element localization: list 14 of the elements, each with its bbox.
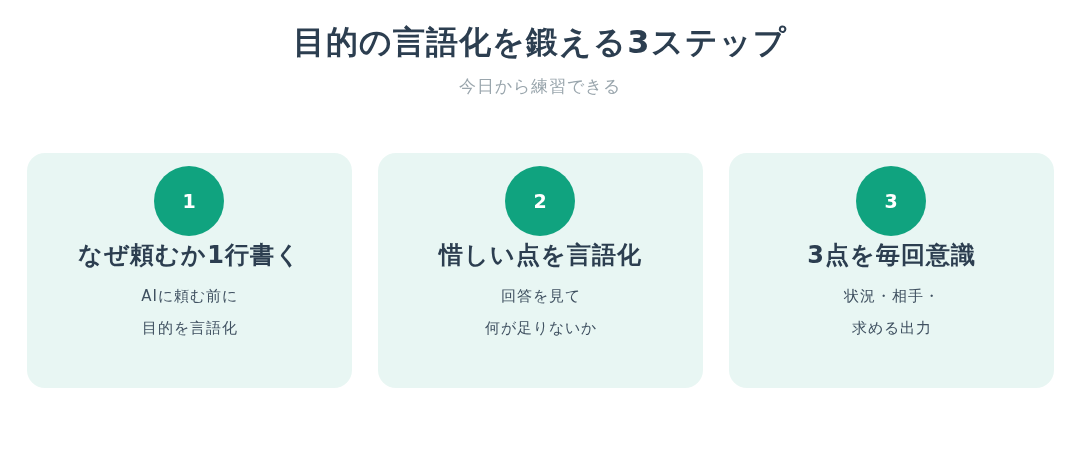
step-number-circle: 2 — [505, 166, 575, 236]
title: 目的の言語化を鍛える3ステップ — [293, 22, 787, 62]
subtitle: 今日から練習できる — [459, 75, 621, 97]
step-card — [27, 153, 352, 388]
step-card — [729, 153, 1054, 388]
step-description: AIに頼む前に目的を言語化 — [141, 286, 238, 339]
step-description: 回答を見て何が足りないか — [484, 286, 597, 339]
step-heading: なぜ頼むか1行書く — [78, 240, 301, 270]
step-number-circle: 1 — [154, 166, 224, 236]
step-heading: 3点を毎回意識 — [807, 240, 976, 270]
step-description: 状況・相手・求める出力 — [843, 286, 940, 339]
step-number-circle: 3 — [856, 166, 926, 236]
step-heading: 惜しい点を言語化 — [439, 240, 642, 270]
step-card — [378, 153, 703, 388]
